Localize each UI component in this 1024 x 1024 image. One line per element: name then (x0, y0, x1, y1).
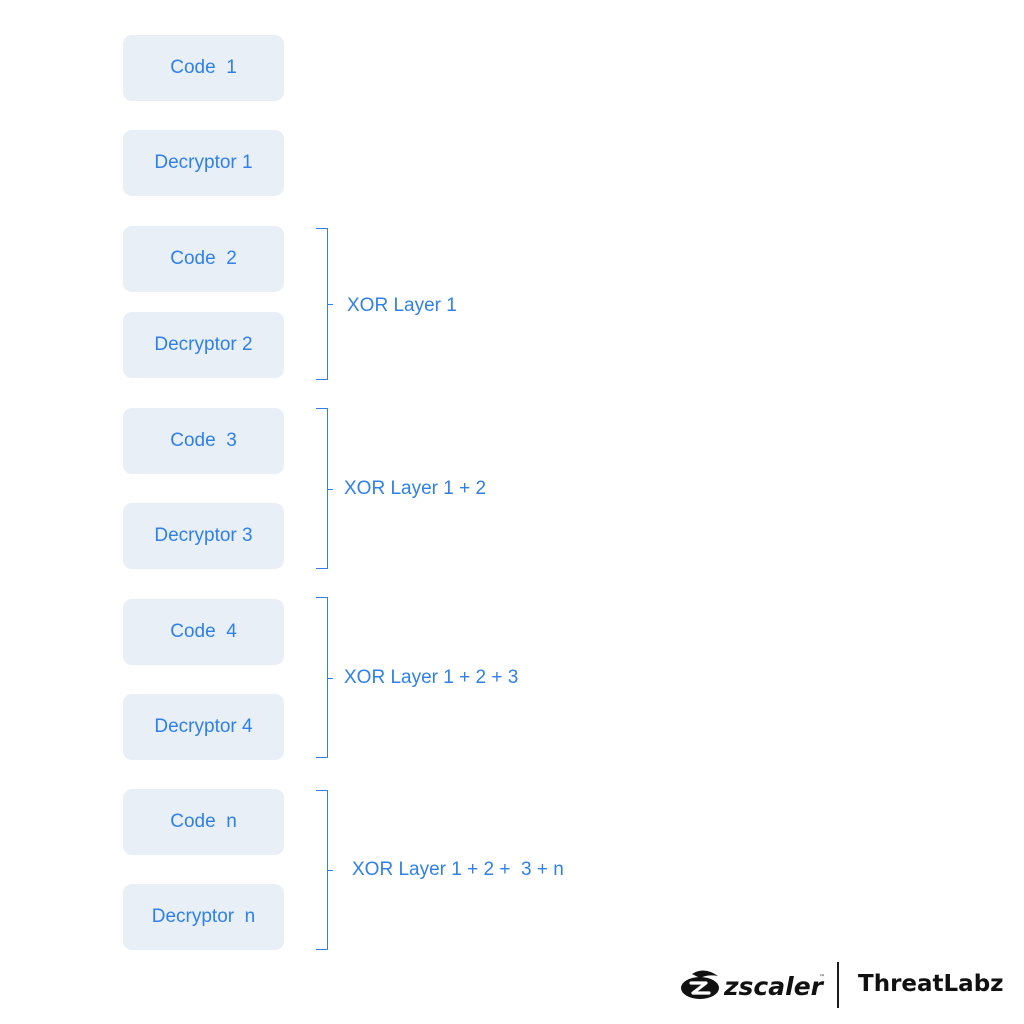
layer-bracket-1 (316, 228, 333, 380)
bracket-tick (327, 870, 333, 871)
block-code-n: Code n (123, 789, 284, 855)
block-label: Code 4 (170, 621, 237, 642)
block-label: Code 2 (170, 248, 237, 269)
block-code-1: Code 1 (123, 35, 284, 101)
block-decryptor-4: Decryptor 4 (123, 694, 284, 760)
layer-bracket-3 (316, 597, 333, 758)
block-decryptor-2: Decryptor 2 (123, 312, 284, 378)
block-decryptor-n: Decryptor n (123, 884, 284, 950)
bracket-tick (327, 488, 333, 490)
block-label: Decryptor 1 (154, 152, 253, 173)
bracket-tick (327, 304, 333, 305)
brand-divider (837, 962, 839, 1008)
block-decryptor-3: Decryptor 3 (123, 503, 284, 569)
block-code-3: Code 3 (123, 408, 284, 474)
threatlabz-wordmark: ThreatLabz (858, 971, 1004, 997)
svg-text:™: ™ (819, 974, 825, 981)
block-code-2: Code 2 (123, 226, 284, 292)
zscaler-logo: zscaler ™ (681, 970, 825, 1001)
block-decryptor-1: Decryptor 1 (123, 130, 284, 196)
block-label: Code 3 (170, 430, 237, 451)
block-label: Decryptor 2 (154, 334, 253, 355)
svg-text:zscaler: zscaler (723, 972, 825, 1001)
block-code-4: Code 4 (123, 599, 284, 665)
layer-bracket-2 (316, 408, 333, 569)
layer-bracket-4 (316, 790, 333, 950)
layer-label-3: XOR Layer 1 + 2 + 3 (344, 667, 519, 688)
block-label: Code n (170, 811, 237, 832)
footer-branding: zscaler ™ ThreatLabz (678, 962, 1013, 1008)
layer-label-4: XOR Layer 1 + 2 + 3 + n (352, 859, 564, 880)
block-label: Decryptor 3 (154, 525, 253, 546)
block-label: Code 1 (170, 57, 237, 78)
block-label: Decryptor 4 (154, 716, 253, 737)
bracket-tick (327, 677, 333, 679)
layer-label-1: XOR Layer 1 (347, 295, 457, 316)
block-label: Decryptor n (151, 906, 256, 927)
layer-label-2: XOR Layer 1 + 2 (344, 478, 487, 499)
